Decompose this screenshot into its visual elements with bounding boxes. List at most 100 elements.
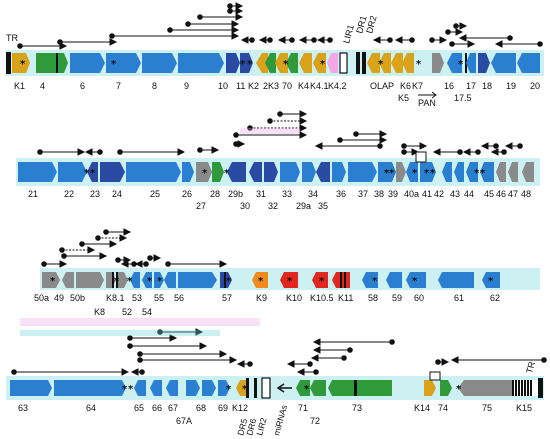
gene-label: 69: [218, 403, 228, 413]
gene-label: 53: [132, 293, 142, 303]
gene-label: 32: [268, 201, 278, 211]
svg-text:*: *: [258, 276, 264, 287]
gene-label: 55: [154, 293, 164, 303]
svg-text:*: *: [84, 168, 90, 179]
gene-label: 46: [496, 189, 506, 199]
track-2-stars: * * * * * * * * * * *: [84, 168, 486, 179]
gene-label: DR2: [364, 15, 378, 35]
gene-label: 21: [28, 189, 38, 199]
gene-label: K12: [232, 403, 248, 413]
gene-label: miRNAs: [271, 404, 289, 437]
gene-label: K4.2: [328, 81, 347, 91]
svg-text:*: *: [127, 276, 133, 287]
track-1-stars: * * * * * * * * *: [20, 59, 464, 70]
gene-label: OLAP: [370, 81, 394, 91]
gene-label: 52: [122, 307, 132, 317]
background-artifacts: [20, 128, 300, 336]
gene-label: 73: [352, 403, 362, 413]
gene-label: 61: [454, 293, 464, 303]
svg-text:*: *: [247, 59, 253, 70]
svg-text:*: *: [50, 276, 56, 287]
gene-label: 29a: [296, 201, 311, 211]
gene-label: 59: [392, 293, 402, 303]
gene-label: 42: [434, 189, 444, 199]
gene-label: 75: [482, 403, 492, 413]
gene-label: 41: [422, 189, 432, 199]
gene-label: K8.1: [106, 293, 125, 303]
gene-label: 20: [530, 81, 540, 91]
gene-label: 47: [508, 189, 518, 199]
svg-text:*: *: [242, 384, 248, 395]
gene-label: 48: [521, 189, 531, 199]
gene-label: LIR1: [341, 24, 356, 45]
gene-label: 22: [64, 189, 74, 199]
svg-text:*: *: [202, 168, 208, 179]
svg-text:*: *: [224, 168, 230, 179]
gene-label: 63: [18, 403, 28, 413]
gene-label: 56: [174, 293, 184, 303]
svg-text:*: *: [111, 59, 117, 70]
svg-text:*: *: [226, 384, 232, 395]
gene-label: 37: [358, 189, 368, 199]
gene-label: 60: [414, 293, 424, 303]
gene-label: 26: [182, 189, 192, 199]
svg-text:*: *: [90, 168, 96, 179]
gene-label: 28: [210, 189, 220, 199]
track-2: * * * * * * * * * * *: [16, 110, 540, 186]
gene-label: 64: [86, 403, 96, 413]
track-1-transcripts: [17, 2, 543, 50]
gene-label: 25: [150, 189, 160, 199]
gene-label: 70: [282, 81, 292, 91]
gene-label: K4: [298, 81, 309, 91]
track-1: * * * * * * * * *: [6, 2, 544, 76]
gene-label: 45: [484, 189, 494, 199]
gene-label: 9: [184, 81, 189, 91]
gene-label: 38: [374, 189, 384, 199]
gene-label: K9: [256, 293, 267, 303]
gene-label: 10: [218, 81, 228, 91]
gene-label: 18: [482, 81, 492, 91]
gene-label: K10: [286, 293, 302, 303]
gene-label: 62: [490, 293, 500, 303]
gene-label: 49: [54, 293, 64, 303]
gene-label: DR6: [244, 417, 258, 436]
gene-label: TR: [6, 33, 18, 43]
svg-text:*: *: [114, 276, 120, 287]
gene-label: 11: [236, 81, 245, 91]
svg-text:*: *: [319, 276, 325, 287]
gene-label: 44: [464, 189, 474, 199]
svg-text:*: *: [458, 59, 464, 70]
svg-text:*: *: [474, 168, 480, 179]
gene-label: 34: [308, 189, 318, 199]
gene-label: TR: [524, 360, 537, 375]
svg-text:*: *: [20, 59, 26, 70]
gene-label: DR5: [235, 417, 249, 436]
gene-label: 35: [318, 201, 328, 211]
gene-label: 31: [256, 189, 266, 199]
svg-text:*: *: [416, 59, 422, 70]
gene-label: 65: [134, 403, 144, 413]
gene-label: 2: [263, 81, 268, 91]
svg-text:*: *: [304, 384, 310, 395]
gene-label: 30: [240, 201, 250, 211]
svg-text:*: *: [157, 276, 163, 287]
gene-label: LIR2: [254, 416, 268, 436]
gene-label: K4.1: [310, 81, 329, 91]
gene-label: 6: [80, 81, 85, 91]
gene-label: 72: [310, 416, 320, 426]
gene-label: 67A: [176, 416, 192, 426]
gene-label: DR1: [354, 15, 368, 35]
gene-label: 66: [152, 403, 162, 413]
svg-text:*: *: [320, 59, 326, 70]
gene-label: 8: [152, 81, 157, 91]
svg-text:*: *: [412, 168, 418, 179]
pan-arrow-icon: [418, 91, 437, 99]
gene-label: 29b: [228, 189, 243, 199]
gene-label: 33: [282, 189, 292, 199]
gene-label: 23: [90, 189, 100, 199]
gene-label: K1: [14, 81, 25, 91]
svg-text:*: *: [456, 384, 462, 395]
svg-text:*: *: [378, 59, 384, 70]
gene-label: 54: [142, 307, 152, 317]
